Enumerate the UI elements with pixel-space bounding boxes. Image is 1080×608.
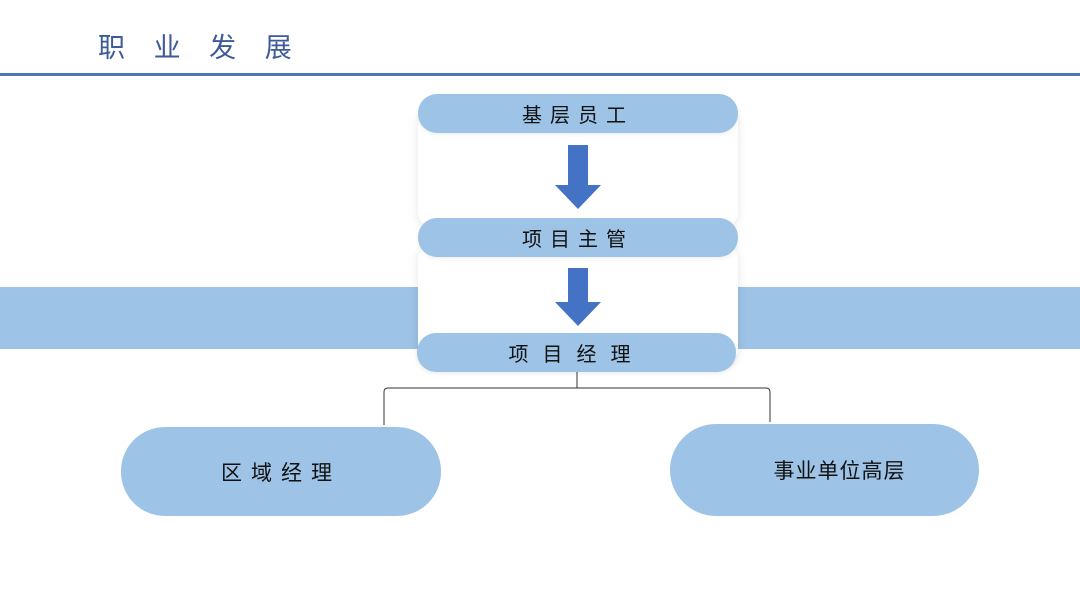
down-arrow-icon <box>555 145 601 209</box>
level-node-3: 项目经理 <box>417 333 736 372</box>
connector-line <box>383 387 771 425</box>
page-title: 职 业 发 展 <box>98 33 302 64</box>
title-divider <box>0 73 1080 76</box>
level-node-1: 基层员工 <box>418 94 738 133</box>
level-node-2: 项目主管 <box>418 218 738 257</box>
branch-node-regional-manager: 区域经理 <box>121 427 441 516</box>
branch-node-senior-executive: 事业单位高层 <box>670 424 979 516</box>
down-arrow-icon <box>555 268 601 326</box>
